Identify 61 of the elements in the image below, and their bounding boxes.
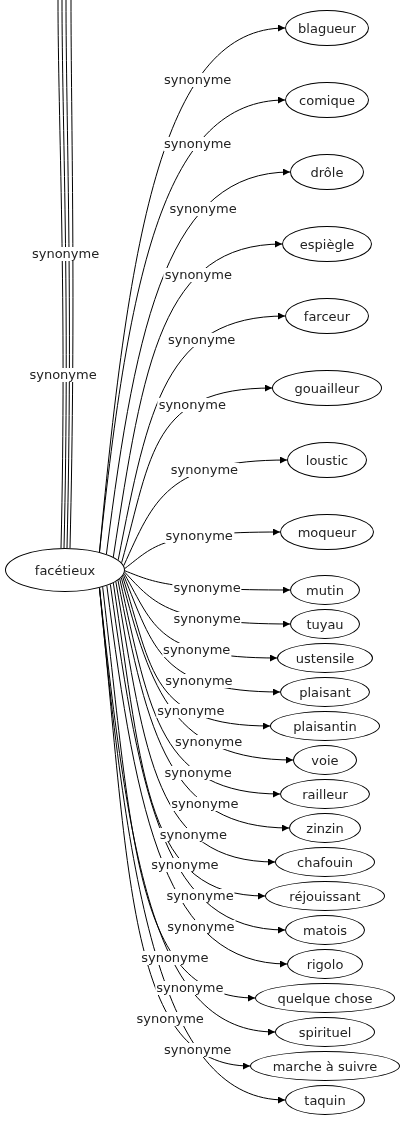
- node-label: chafouin: [297, 854, 353, 870]
- node-label: réjouissant: [289, 888, 361, 904]
- node-label: railleur: [302, 786, 348, 802]
- edge-label: synonyme: [140, 950, 210, 965]
- node-label: drôle: [310, 164, 344, 180]
- edge-label: synonyme: [163, 137, 233, 152]
- edge-label: synonyme: [172, 611, 242, 626]
- edge-label: synonyme: [172, 581, 242, 596]
- edge-label: synonyme: [170, 796, 240, 811]
- node-label: spirituel: [298, 1024, 352, 1040]
- node-label: moqueur: [297, 524, 357, 540]
- edge-label: synonyme: [163, 765, 233, 780]
- arrow: [112, 582, 266, 899]
- arrow: [119, 578, 281, 798]
- edge-label: synonyme: [155, 981, 225, 996]
- node-label: taquin: [304, 1092, 346, 1108]
- edge-label: synonyme: [156, 704, 226, 719]
- node-label: farceur: [303, 308, 351, 324]
- edge-label: synonyme: [167, 332, 237, 347]
- node-label: tuyau: [306, 616, 344, 632]
- node-label: loustic: [305, 452, 349, 468]
- edge-label: synonyme: [168, 202, 238, 217]
- node-label: plaisantin: [293, 718, 357, 734]
- edge-label: synonyme: [158, 827, 228, 842]
- edge-label: synonyme: [165, 889, 235, 904]
- arrow: [121, 384, 273, 564]
- node-label: zinzin: [306, 820, 344, 836]
- edge-label: synonyme: [163, 1042, 233, 1057]
- node-label: quelque chose: [277, 990, 373, 1006]
- node-label: voie: [311, 752, 339, 768]
- node-label: plaisant: [299, 684, 351, 700]
- arrow: [99, 587, 286, 1103]
- node-label: marche à suivre: [272, 1058, 378, 1074]
- node-label: facétieux: [34, 562, 96, 578]
- node-ellipse: [5, 548, 125, 592]
- arrow: [112, 241, 283, 558]
- edge-label: synonyme: [28, 367, 98, 382]
- edge-label: synonyme: [163, 72, 233, 87]
- node-label: comique: [299, 92, 355, 108]
- arrow: [117, 579, 290, 831]
- edge-label: synonyme: [162, 642, 232, 657]
- node-label: mutin: [306, 582, 344, 598]
- node-label: gouailleur: [294, 380, 360, 396]
- edge-label: synonyme: [150, 858, 220, 873]
- arrow: [102, 586, 256, 1001]
- edge-label: synonyme: [157, 398, 227, 413]
- node-label: matois: [302, 922, 348, 938]
- node-label: rigolo: [306, 956, 344, 972]
- edge-label: synonyme: [135, 1012, 205, 1026]
- edge-label: synonyme: [174, 735, 244, 750]
- edge-label: synonyme: [164, 673, 234, 688]
- arrow: [117, 313, 286, 561]
- arrow: [105, 169, 291, 555]
- edge-label: synonyme: [30, 246, 101, 261]
- node-label: ustensile: [295, 650, 355, 666]
- edge-label: synonyme: [166, 919, 236, 934]
- edge-label: synonyme: [169, 463, 240, 478]
- node-label: espiègle: [299, 236, 355, 252]
- node-label: blagueur: [298, 20, 356, 36]
- edge-label: synonyme: [163, 267, 233, 282]
- arrow: [115, 581, 276, 865]
